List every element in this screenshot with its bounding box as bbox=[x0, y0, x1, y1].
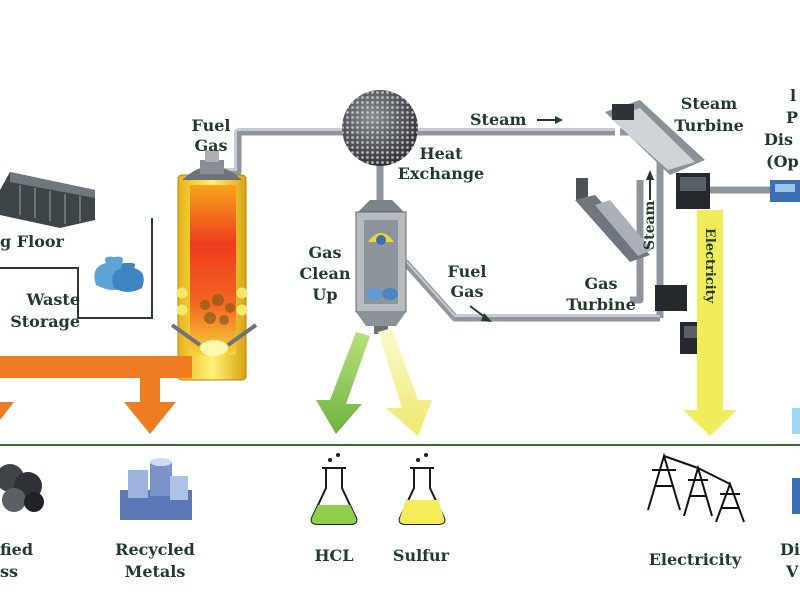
hcl-flask-icon bbox=[310, 453, 358, 525]
recycled-metals-label-1: Recycled bbox=[115, 540, 195, 559]
distribution-label-1: l bbox=[790, 86, 797, 105]
steam-vertical-label: Steam bbox=[642, 200, 658, 250]
vitrified-glass-label-1: fied bbox=[0, 540, 33, 559]
hcl-arrow bbox=[316, 332, 370, 434]
heat-exchange-label-2: Exchange bbox=[397, 164, 485, 183]
tipping-floor-label: g Floor bbox=[0, 232, 64, 251]
electricity-bottom-label: Electricity bbox=[648, 550, 742, 569]
sulfur-flask-icon bbox=[398, 453, 446, 525]
gas-cleanup-label-3: Up bbox=[312, 285, 338, 304]
distribution-bottom-label-2: V bbox=[786, 562, 799, 581]
steam-up-arrow bbox=[646, 170, 654, 200]
gas-turbine-label-1: Gas bbox=[584, 274, 618, 293]
waste-storage-pit bbox=[0, 218, 153, 319]
gas-cleanup-label-1: Gas bbox=[308, 243, 342, 262]
power-tower-icon bbox=[647, 452, 745, 523]
steam-top-label: Steam bbox=[470, 110, 527, 129]
gas-turbine-label-2: Turbine bbox=[566, 295, 636, 314]
waste-storage-label-1: Waste bbox=[26, 290, 80, 309]
waste-storage-label-2: Storage bbox=[10, 312, 80, 331]
vitrified-glass-icon bbox=[0, 464, 44, 512]
distribution-bottom-label-1: Di bbox=[780, 540, 800, 559]
steam-turbine-label-1: Steam bbox=[680, 94, 738, 113]
distribution-partial-icon bbox=[792, 478, 800, 514]
steam-turbine-machine bbox=[605, 100, 710, 209]
heat-exchange-sphere bbox=[342, 90, 418, 166]
electricity-vertical-label: Electricity bbox=[702, 228, 717, 304]
fuel-gas-pipe-mid bbox=[402, 259, 660, 322]
orange-output-arrows bbox=[0, 356, 192, 434]
fuel-gas-top-label-1: Fuel bbox=[191, 116, 231, 135]
steam-return-pipe bbox=[630, 180, 644, 304]
distribution-arrow-partial bbox=[792, 408, 800, 434]
heat-exchange-label-1: Heat bbox=[419, 144, 463, 163]
recycled-metals-label-2: Metals bbox=[124, 562, 186, 581]
fuel-gas-top-label-2: Gas bbox=[194, 136, 228, 155]
gasifier-vessel bbox=[170, 150, 258, 381]
steam-turbine-label-2: Turbine bbox=[674, 116, 744, 135]
hcl-label: HCL bbox=[314, 546, 354, 565]
sulfur-arrow bbox=[378, 328, 432, 436]
distribution-label-2: P bbox=[786, 108, 799, 127]
steam-arrow bbox=[537, 116, 563, 124]
distribution-equipment bbox=[770, 180, 800, 202]
gas-cleanup-label-2: Clean bbox=[299, 264, 351, 283]
gas-cleanup-unit bbox=[355, 200, 407, 334]
vitrified-glass-label-2: ss bbox=[0, 562, 19, 581]
tipping-floor-truck bbox=[0, 172, 95, 228]
recycled-metals-icon bbox=[120, 458, 192, 520]
fuel-gas-pipe-top bbox=[218, 128, 345, 176]
fuel-gas-mid-label-1: Fuel bbox=[447, 262, 487, 281]
distribution-label-4: (Op bbox=[766, 152, 799, 171]
fuel-gas-arrow bbox=[469, 305, 492, 322]
waste-bags-icon bbox=[94, 256, 144, 292]
electricity-bar bbox=[683, 210, 737, 436]
fuel-gas-mid-label-2: Gas bbox=[450, 282, 484, 301]
sulfur-label: Sulfur bbox=[392, 546, 450, 565]
distribution-label-3: Dis bbox=[764, 130, 793, 149]
